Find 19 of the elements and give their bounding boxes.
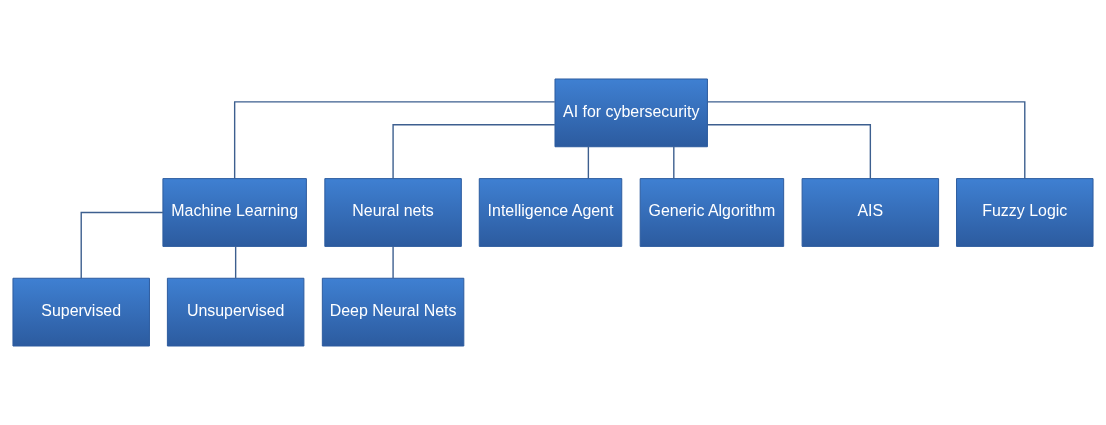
node-box: Unsupervised: [166, 277, 305, 347]
connector: [234, 245, 237, 279]
node-box: Generic Algorithm: [639, 178, 785, 247]
connector: [233, 101, 556, 180]
connector: [392, 124, 556, 180]
node-box: Intelligence Agent: [478, 178, 623, 247]
node-box: Machine Learning: [162, 178, 307, 247]
node-box: Neural nets: [324, 178, 462, 247]
node-box: AIS: [801, 178, 940, 247]
connector: [80, 211, 164, 279]
connector: [673, 146, 675, 179]
node-box: Supervised: [12, 277, 150, 347]
connector: [706, 124, 872, 180]
node-box: AI for cybersecurity: [554, 78, 708, 148]
connector: [587, 146, 590, 179]
node-box: Deep Neural Nets: [321, 277, 465, 347]
node-box: Fuzzy Logic: [956, 178, 1094, 247]
connector: [392, 245, 394, 279]
connector: [706, 101, 1026, 180]
